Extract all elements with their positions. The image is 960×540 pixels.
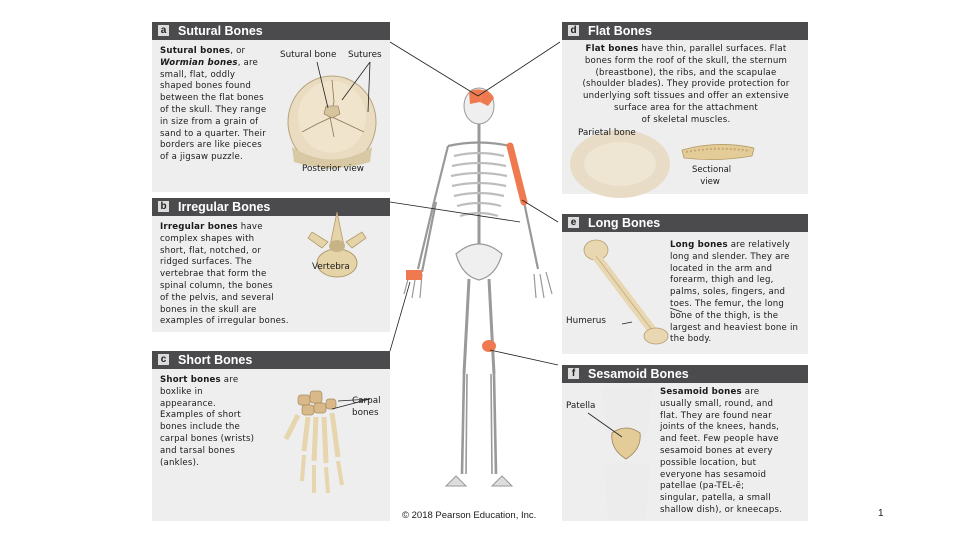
panel-sesamoid: f Sesamoid Bones Patella Sesamoid bones … (562, 365, 808, 521)
panel-header: c Short Bones (152, 351, 390, 369)
sectional-view-label: Sectional view (692, 165, 732, 187)
term: Short bones (160, 375, 221, 385)
patella-leader (587, 412, 623, 438)
panel-title: Short Bones (178, 353, 253, 367)
panel-description: Sutural bones, or Wormian bones, are sma… (160, 46, 267, 163)
hand-carpal-illustration (283, 390, 371, 494)
panel-badge: c (158, 354, 169, 365)
vertebra-label: Vertebra (312, 262, 350, 272)
sutures-label: Sutures (348, 50, 382, 60)
panel-title: Irregular Bones (178, 200, 271, 214)
panel-description: Flat bones have thin, parallel surfaces.… (582, 44, 790, 125)
patella-label: Patella (566, 401, 596, 411)
panel-badge: d (568, 25, 579, 36)
panel-sutural: a Sutural Bones Sutural bones, or Wormia… (152, 22, 390, 192)
parietal-bone-label: Parietal bone (578, 128, 636, 138)
term: Sesamoid bones (660, 387, 742, 397)
skeleton-illustration (403, 87, 553, 487)
panel-irregular: b Irregular Bones Irregular bones have c… (152, 198, 390, 332)
panel-short: c Short Bones Short bones are boxlike in… (152, 351, 390, 521)
panel-header: e Long Bones (562, 214, 808, 232)
panel-title: Long Bones (588, 216, 661, 230)
posterior-view-label: Posterior view (302, 164, 364, 174)
term: Flat bones (585, 44, 639, 54)
panel-badge: b (158, 201, 169, 212)
panel-badge: f (568, 368, 579, 379)
humerus-label: Humerus (566, 316, 606, 326)
panel-long: e Long Bones Long bones are relatively l… (562, 214, 808, 354)
panel-description: Sesamoid bones are usually small, round,… (660, 387, 783, 515)
sectional-bone-illustration (681, 144, 755, 160)
page-number: 1 (878, 508, 884, 519)
panel-description: Long bones are relatively long and slend… (670, 240, 799, 345)
parietal-bone-illustration (570, 130, 670, 198)
skull-posterior-illustration (287, 61, 377, 169)
copyright-footer: © 2018 Pearson Education, Inc. (402, 510, 537, 521)
sutural-bone-label: Sutural bone (280, 50, 337, 60)
panel-header: b Irregular Bones (152, 198, 390, 216)
panel-badge: e (568, 217, 579, 228)
patella-knee-illustration (602, 387, 652, 519)
term: Sutural bones (160, 46, 231, 56)
panel-description: Short bones are boxlike in appearance. E… (160, 375, 255, 468)
term: Long bones (670, 240, 728, 250)
panel-title: Sesamoid Bones (588, 367, 689, 381)
panel-title: Flat Bones (588, 24, 652, 38)
panel-badge: a (158, 25, 169, 36)
panel-header: d Flat Bones (562, 22, 808, 40)
term: Wormian bones (160, 57, 238, 68)
term: Irregular bones (160, 222, 238, 232)
carpal-bones-label: Carpal bones (352, 396, 381, 418)
panel-description: Irregular bones have complex shapes with… (160, 222, 289, 327)
vertebra-illustration (307, 211, 367, 278)
panel-header: a Sutural Bones (152, 22, 390, 40)
panel-flat: d Flat Bones Flat bones have thin, paral… (562, 22, 808, 198)
panel-title: Sutural Bones (178, 24, 263, 38)
panel-header: f Sesamoid Bones (562, 365, 808, 383)
humerus-illustration (583, 239, 683, 345)
